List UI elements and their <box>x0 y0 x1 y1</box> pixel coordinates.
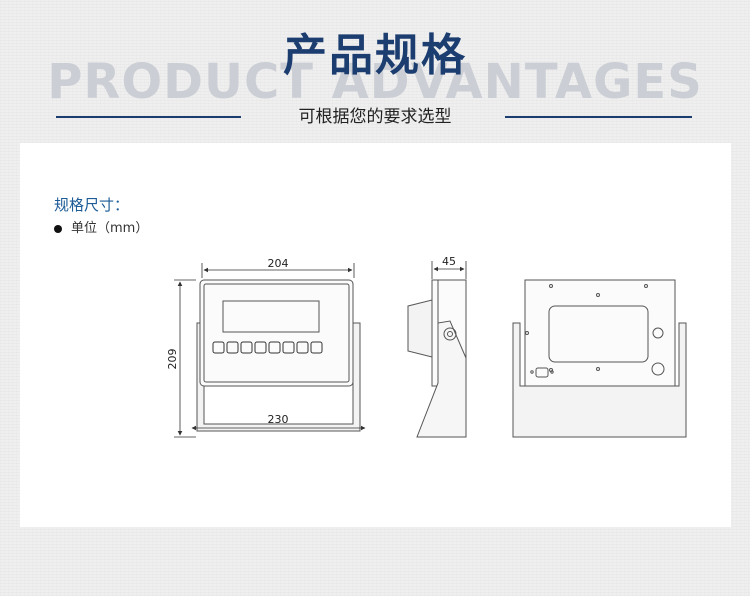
spec-heading: 规格尺寸： <box>54 196 130 214</box>
header: PRODUCT ADVANTAGES 产品规格 可根据您的要求选型 <box>0 0 750 140</box>
back-window <box>548 305 649 363</box>
display-window <box>222 300 320 333</box>
unit-line: 单位（mm） <box>54 220 148 238</box>
unit-label: 单位（mm） <box>71 221 149 236</box>
back-view <box>512 279 687 438</box>
dim-front-width: 204 <box>268 257 289 270</box>
side-dimensions <box>431 261 467 279</box>
side-view <box>407 279 467 438</box>
serial-port-icon <box>535 367 549 378</box>
front-dimensions <box>174 263 366 438</box>
technical-drawings: 204 209 230 45 <box>166 255 687 438</box>
divider-right <box>505 116 692 118</box>
keypad <box>212 341 323 354</box>
divider-left <box>56 116 241 118</box>
page-title: 产品规格 <box>283 30 467 81</box>
dim-front-height: 209 <box>166 349 179 370</box>
dim-side-depth: 45 <box>442 255 456 268</box>
spec-panel: 规格尺寸： 单位（mm） <box>20 143 731 527</box>
dim-bracket-width: 230 <box>268 413 289 426</box>
page-subtitle: 可根据您的要求选型 <box>298 107 452 127</box>
front-view <box>196 279 361 432</box>
watermark-text: PRODUCT ADVANTAGES <box>47 54 703 110</box>
bullet-icon <box>54 225 62 233</box>
